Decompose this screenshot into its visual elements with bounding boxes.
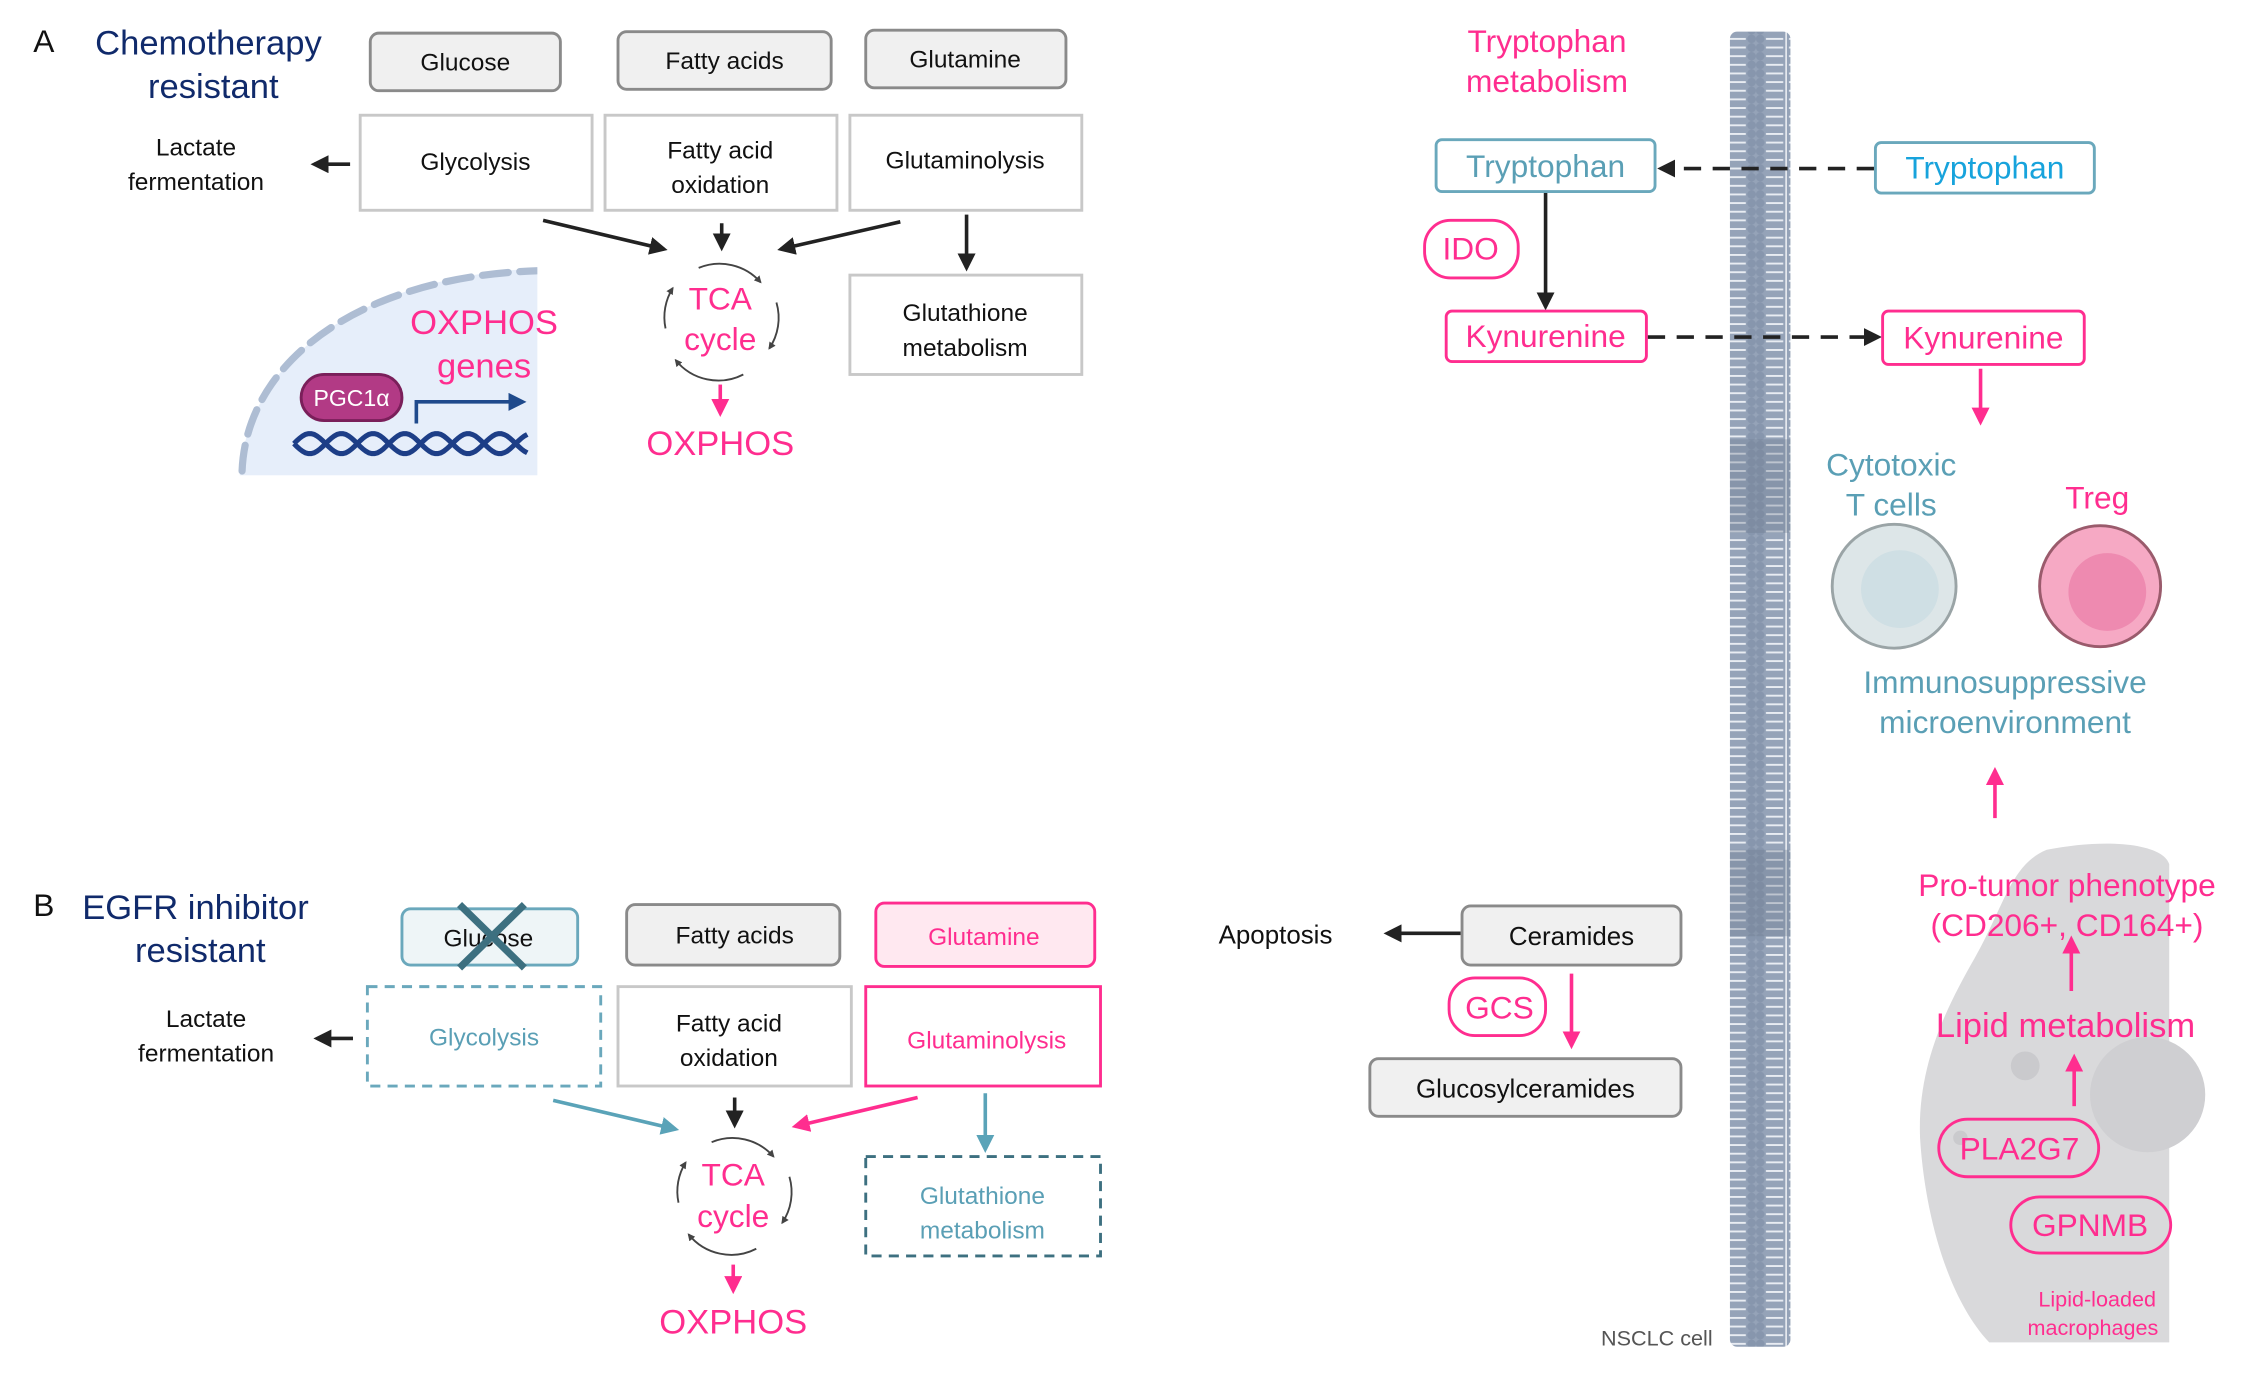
panel-a-title: Chemotherapy resistant [95, 25, 331, 106]
kynurenine-inside: Kynurenine [1444, 309, 1648, 363]
substrate-glucose: Glucose [368, 31, 562, 93]
svg-text:GCS: GCS [1465, 989, 1534, 1025]
tryptophan-inside: Tryptophan [1434, 138, 1657, 194]
substrate-glutamine: Glutamine [864, 28, 1068, 90]
oxphos-label: OXPHOS [659, 1304, 807, 1342]
panel-a: A Chemotherapy resistant Glucose Fatty a… [33, 23, 1084, 476]
substrate-fatty-acids: Fatty acids [625, 903, 842, 967]
svg-text:Tryptophan: Tryptophan [1466, 148, 1625, 184]
treg-label: Treg [2065, 479, 2129, 515]
svg-text:Glutamine: Glutamine [928, 924, 1040, 951]
macrophage-section: Pro-tumor phenotype(CD206+, CD164+) Lipi… [1918, 766, 2216, 1343]
tryptophan-outside: Tryptophan [1873, 141, 2096, 195]
pla2g7-gene: PLA2G7 [1937, 1117, 2101, 1179]
pro-tumor-phenotype-label: Pro-tumor phenotype(CD206+, CD164+) [1918, 867, 2216, 943]
arrow-glutaminolysis-tca [791, 1095, 919, 1132]
svg-text:IDO: IDO [1443, 230, 1499, 266]
treg-cell-icon [2038, 524, 2163, 649]
pathway-glutaminolysis: Glutaminolysis [864, 985, 1102, 1088]
ceramide-section: Apoptosis Ceramides GCS Glucosylceramide… [1219, 904, 1683, 1118]
arrow-glutaminolysis-tca [777, 220, 901, 255]
dna-icon [292, 431, 529, 457]
macrophage-icon [1919, 843, 2170, 1343]
nucleus [238, 267, 538, 476]
svg-text:Kynurenine: Kynurenine [1465, 318, 1625, 354]
svg-text:Glutaminolysis: Glutaminolysis [907, 1028, 1066, 1055]
svg-text:Glucosylceramides: Glucosylceramides [1416, 1076, 1635, 1104]
cycle-arrows-icon [663, 262, 780, 382]
svg-text:GPNMB: GPNMB [2032, 1207, 2148, 1243]
ido-enzyme: IDO [1423, 218, 1520, 280]
lipid-metabolism-label: Lipid metabolism [1936, 1007, 2195, 1045]
oxphos-label: OXPHOS [646, 425, 794, 463]
t-cell-icon [1830, 522, 1958, 650]
svg-text:Kynurenine: Kynurenine [1903, 320, 2063, 356]
panel-b: B EGFR inhibitor resistant Glucose Fatty… [33, 887, 1102, 1342]
pathway-glycolysis: Glycolysis [358, 113, 594, 212]
panel-a-label: A [33, 23, 55, 59]
nsclc-cell-label: NSCLC cell [1601, 1325, 1713, 1350]
gcs-enzyme: GCS [1447, 976, 1548, 1038]
membrane-channel [1729, 849, 1791, 937]
kynurenine-outside: Kynurenine [1881, 309, 2086, 366]
arrow-glycolysis-tca [542, 218, 668, 255]
substrate-glutamine: Glutamine [874, 901, 1097, 968]
substrate-fatty-acids: Fatty acids [616, 30, 833, 91]
membrane-channel [1729, 439, 1791, 533]
glucosylceramides-box: Glucosylceramides [1368, 1057, 1683, 1118]
svg-text:Tryptophan: Tryptophan [1905, 150, 2064, 186]
svg-text:Glycolysis: Glycolysis [429, 1025, 539, 1052]
apoptosis-label: Apoptosis [1219, 921, 1333, 949]
transcription-arrow-icon [414, 392, 527, 424]
blocked-x-icon [457, 901, 527, 971]
arrow-glycolysis-tca [552, 1098, 680, 1135]
cycle-arrows-icon [676, 1137, 793, 1256]
svg-text:Ceramides: Ceramides [1509, 923, 1634, 951]
svg-text:PGC1α: PGC1α [314, 385, 390, 411]
panel-b-title: EGFR inhibitor resistant [82, 889, 318, 970]
pgc1a-factor: PGC1α [299, 373, 404, 423]
svg-text:Glutamine: Glutamine [909, 47, 1021, 74]
pathway-glutaminolysis: Glutaminolysis [848, 113, 1084, 212]
svg-text:Glucose: Glucose [420, 50, 510, 77]
substrate-glucose-blocked: Glucose [400, 901, 580, 971]
gpnmb-gene: GPNMB [2009, 1195, 2173, 1255]
svg-text:Fatty acids: Fatty acids [676, 922, 794, 949]
ceramides-box: Ceramides [1460, 904, 1683, 967]
svg-text:Glutaminolysis: Glutaminolysis [886, 148, 1045, 175]
svg-text:Fatty acids: Fatty acids [665, 48, 783, 75]
svg-text:Glycolysis: Glycolysis [420, 149, 530, 176]
cell-membrane [1729, 31, 1791, 1347]
svg-text:PLA2G7: PLA2G7 [1960, 1130, 2080, 1166]
pathway-glycolysis: Glycolysis [365, 985, 603, 1088]
panel-b-label: B [33, 887, 54, 923]
